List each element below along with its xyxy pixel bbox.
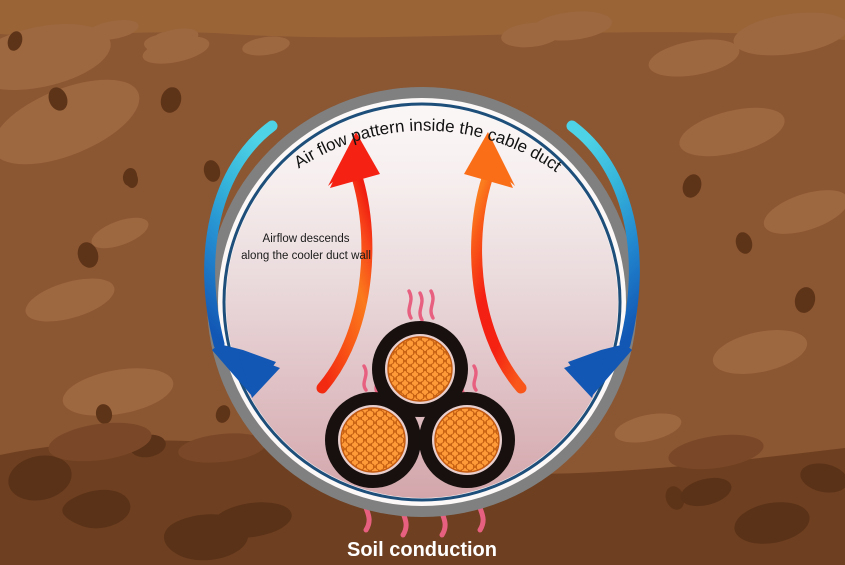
soil-dark-patches: [8, 434, 845, 561]
annotation-line-2: along the cooler duct wall: [241, 250, 371, 262]
annotation-line-1: Airflow descends: [263, 233, 350, 245]
rising-airflow-arrow-left: [316, 132, 380, 394]
cable-top: [372, 321, 468, 417]
airflow-annotation: Airflow descends along the cooler duct w…: [241, 233, 371, 262]
cable-bundle: [325, 321, 515, 488]
soil-pebbles: [7, 31, 816, 510]
rising-airflow-arrow-right: [464, 132, 527, 394]
cable-bottom-right: [419, 392, 515, 488]
descending-airflow-arrow-left: [204, 120, 280, 398]
soil-light-patches: [0, 11, 845, 443]
cable-bottom-left: [325, 392, 421, 488]
cable-heat-waves-top: [407, 289, 435, 322]
soil-mid-patches: [48, 422, 764, 470]
descending-airflow-arrow-right: [564, 120, 640, 398]
soil-conduction-label: Soil conduction: [347, 539, 497, 561]
